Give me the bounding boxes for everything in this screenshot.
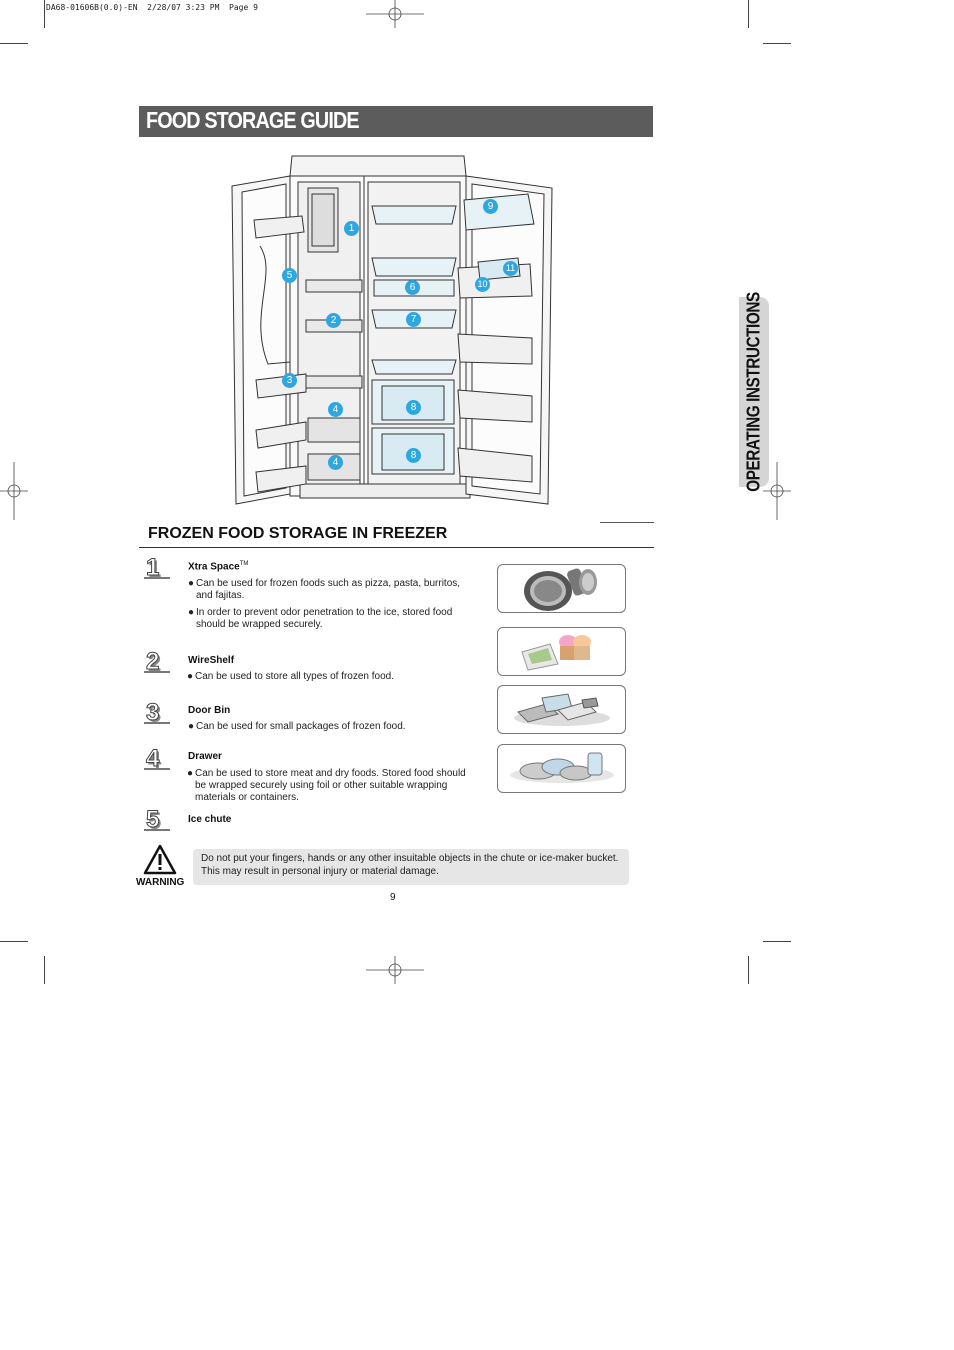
diagram-callout-5: 5	[282, 268, 297, 283]
crop-mark	[748, 956, 749, 984]
page-number: 9	[390, 892, 396, 903]
bullet-text: In order to prevent odor penetration to …	[196, 607, 453, 630]
bullet-dot: ●	[188, 721, 195, 732]
warning-line-2: This may result in personal injury or ma…	[201, 866, 439, 877]
photo-pizza	[497, 564, 626, 613]
item-number-3: 3	[145, 699, 160, 726]
dessert-illustration	[521, 635, 591, 671]
section-title: FROZEN FOOD STORAGE IN FREEZER	[148, 525, 448, 542]
diagram-callout-8a: 8	[406, 400, 421, 415]
bullet-item: ● Can be used for frozen foods such as p…	[188, 578, 468, 602]
warning-box	[193, 849, 629, 885]
item-number-4: 4	[145, 745, 160, 772]
refrigerator-diagram	[231, 155, 553, 505]
warning-text: Do not put your fingers, hands or any ot…	[201, 852, 618, 878]
crop-mark	[748, 0, 749, 28]
bullet-dot: ●	[188, 578, 195, 589]
side-tab-label: OPERATING INSTRUCTIONS	[743, 292, 764, 492]
diagram-callout-6: 6	[405, 280, 420, 295]
diagram-callout-10: 10	[475, 277, 490, 292]
crop-mark	[44, 956, 45, 984]
diagram-callout-4a: 4	[328, 402, 343, 417]
diagram-callout-3: 3	[282, 373, 297, 388]
warning-label: WARNING	[136, 877, 185, 888]
item-number-underline	[144, 829, 170, 831]
photo-frozen-dessert	[497, 627, 626, 676]
registration-mark-right	[763, 462, 791, 520]
section-rule	[139, 547, 654, 548]
meat-illustration	[510, 752, 614, 783]
bullet-text: Can be used for frozen foods such as piz…	[196, 578, 461, 601]
photo-frozen-packages	[497, 685, 626, 734]
registration-mark-bottom	[366, 956, 424, 984]
item-title-xtra-space: Xtra SpaceTM	[188, 561, 248, 572]
item-number-underline	[144, 577, 170, 579]
diagram-callout-11: 11	[503, 261, 518, 276]
registration-mark-top	[366, 0, 424, 28]
packages-illustration	[514, 693, 610, 726]
print-slug: DA68-01606B(0.0)-EN 2/28/07 3:23 PM Page…	[46, 3, 258, 12]
diagram-callout-9: 9	[483, 199, 498, 214]
bullet-text: Can be used to store meat and dry foods.…	[195, 768, 466, 803]
crop-mark	[0, 43, 28, 44]
diagram-callout-1: 1	[344, 221, 359, 236]
bullet-dot: ●	[187, 768, 194, 779]
item-number-5: 5	[145, 806, 160, 833]
bullet-item: ● Can be used to store all types of froz…	[187, 671, 467, 683]
diagram-callout-2: 2	[326, 313, 341, 328]
bullet-dot: ●	[187, 671, 194, 682]
item-number-2: 2	[145, 648, 160, 675]
page-title: FOOD STORAGE GUIDE	[146, 107, 360, 133]
item-number-underline	[144, 768, 170, 770]
bullet-dot: ●	[188, 607, 195, 618]
warning-line-1: Do not put your fingers, hands or any ot…	[201, 853, 619, 864]
item-title-drawer: Drawer	[188, 751, 222, 762]
warning-icon	[143, 844, 177, 875]
registration-mark-left	[0, 462, 28, 520]
bullet-item: ● In order to prevent odor penetration t…	[188, 607, 468, 631]
trademark-mark: TM	[239, 561, 249, 567]
bullet-item: ● Can be used for small packages of froz…	[188, 721, 468, 733]
item-title-wireshelf: WireShelf	[188, 655, 235, 666]
bullet-item: ● Can be used to store meat and dry food…	[187, 768, 471, 804]
bullet-text: Can be used to store all types of frozen…	[195, 671, 395, 682]
diagram-callout-8b: 8	[406, 448, 421, 463]
section-rule-top	[600, 522, 654, 523]
crop-mark	[763, 43, 791, 44]
diagram-callout-4b: 4	[328, 455, 343, 470]
item-number-underline	[144, 671, 170, 673]
item-title-ice-chute: Ice chute	[188, 814, 232, 825]
title-bar	[139, 106, 653, 137]
crop-mark	[0, 941, 28, 942]
crop-mark	[44, 0, 45, 28]
side-tab	[739, 297, 769, 487]
item-title-text: Xtra Space	[188, 561, 240, 573]
item-number-1: 1	[145, 554, 160, 581]
diagram-callout-7: 7	[406, 312, 421, 327]
item-title-door-bin: Door Bin	[188, 705, 231, 716]
photo-meat-and-ice	[497, 744, 626, 793]
crop-mark	[763, 941, 791, 942]
item-number-underline	[144, 722, 170, 724]
bullet-text: Can be used for small packages of frozen…	[196, 721, 406, 732]
pizza-illustration	[524, 568, 597, 611]
